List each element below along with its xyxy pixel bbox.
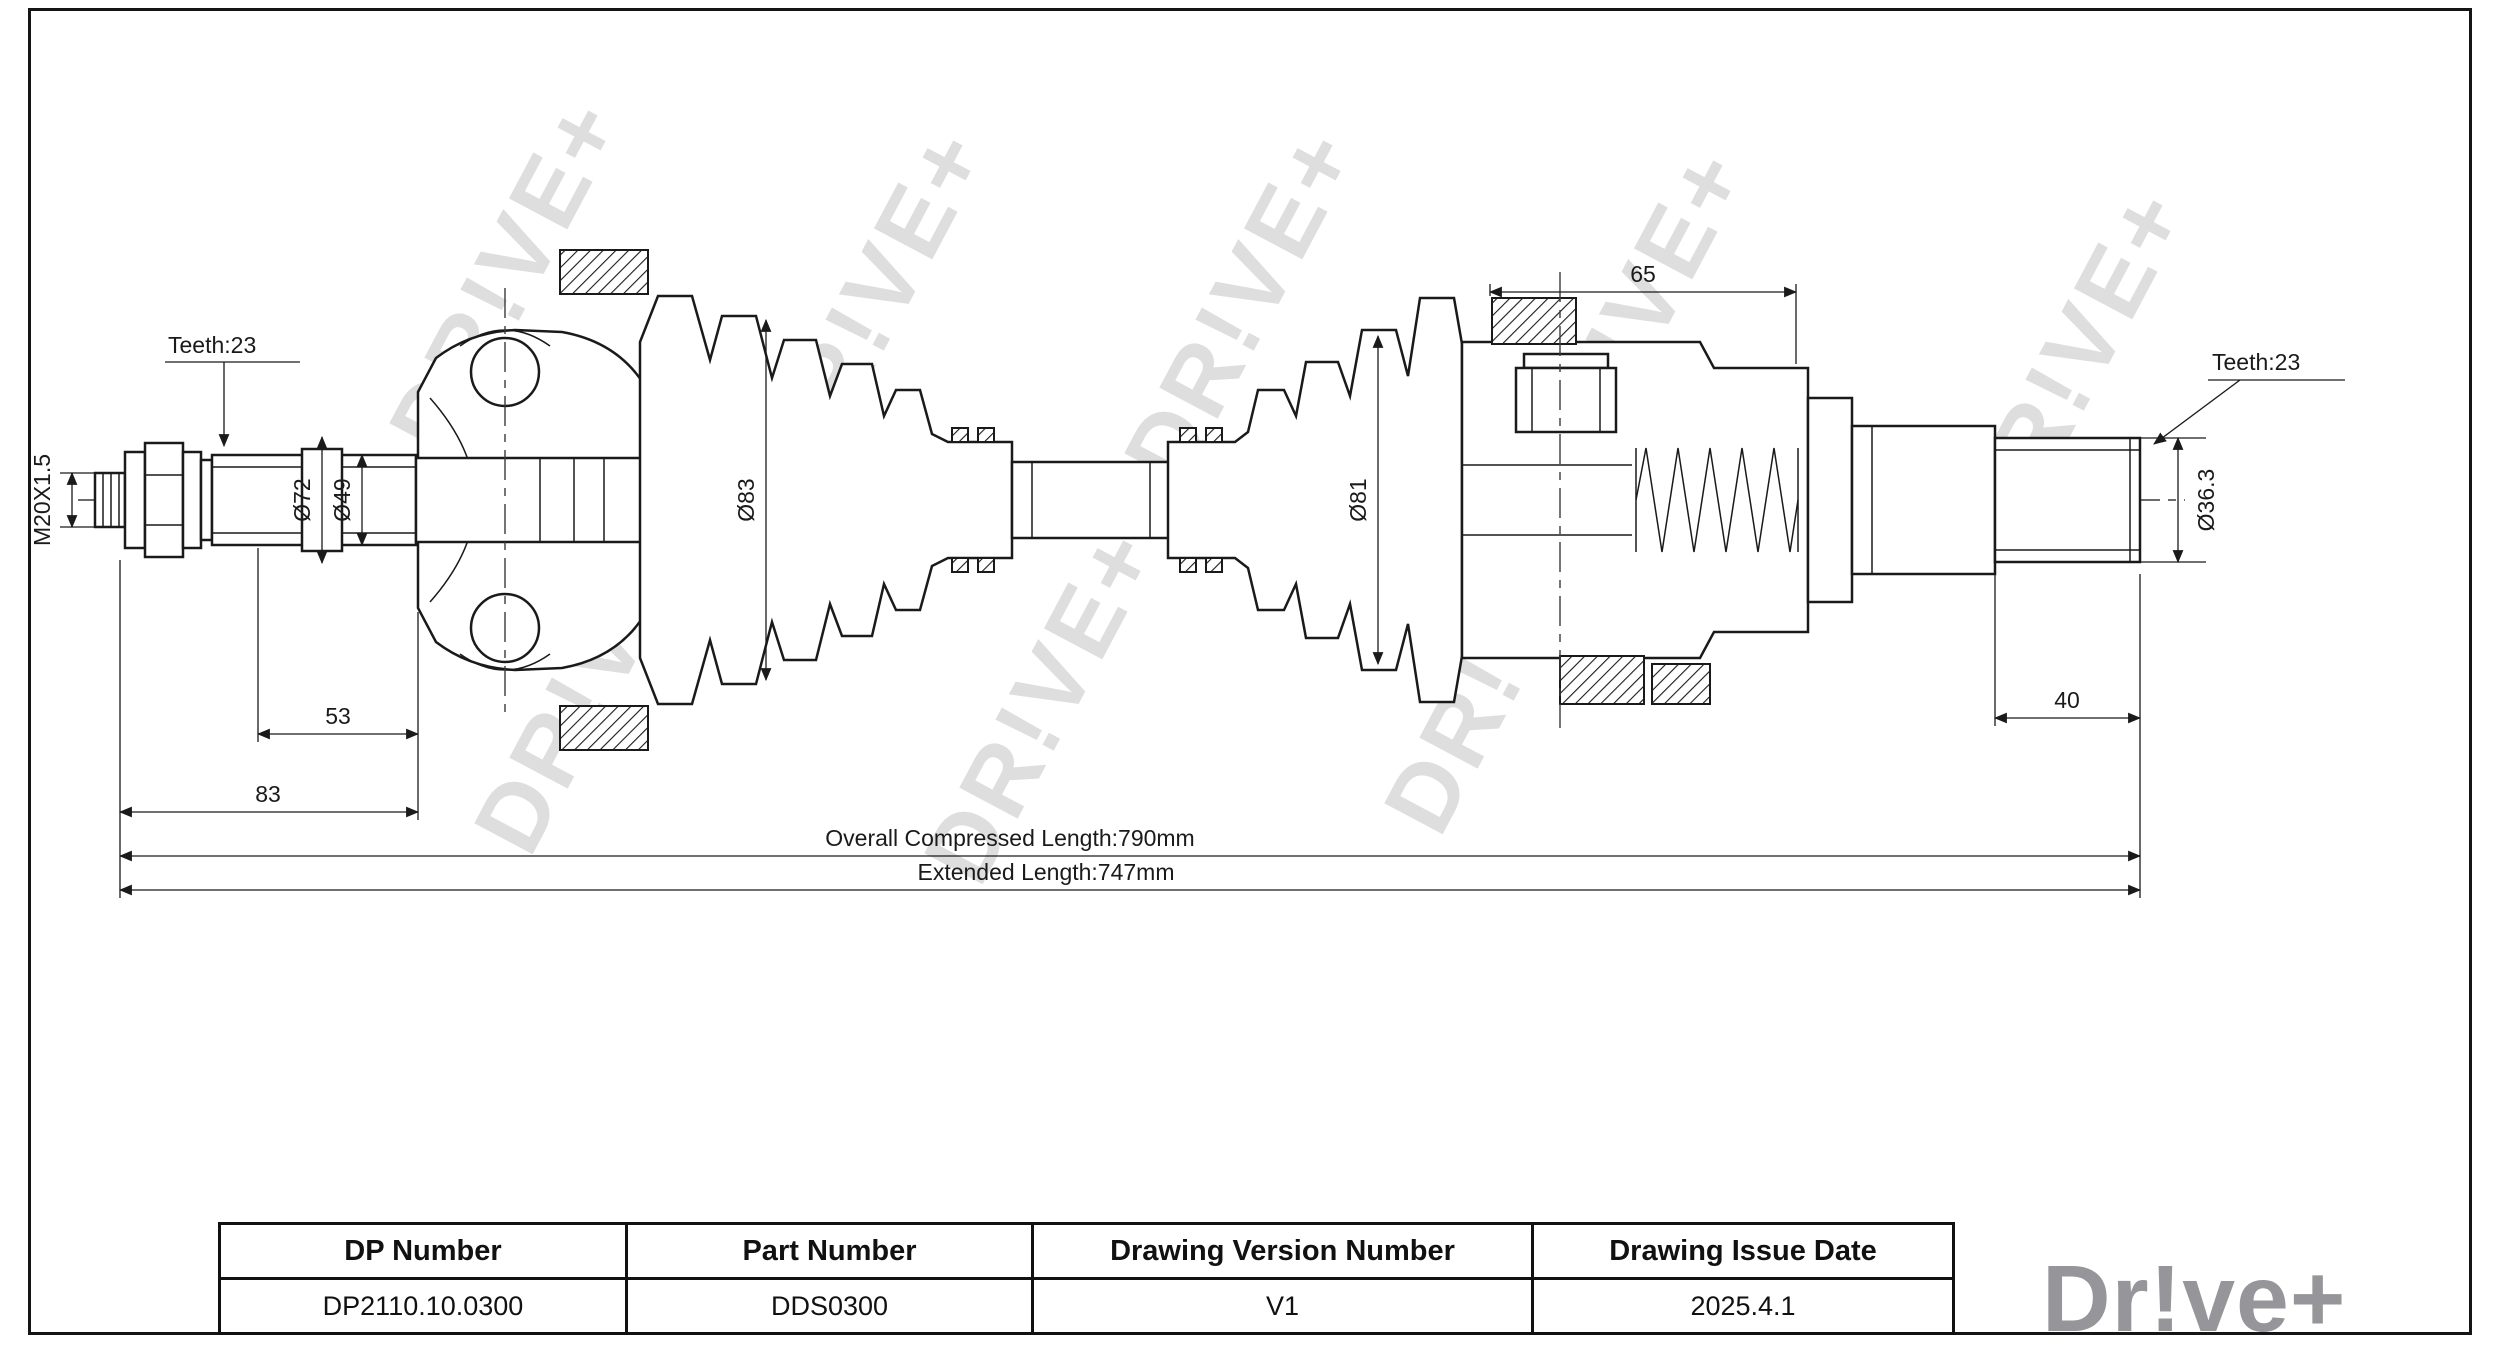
title-block-header-row: DP Number Part Number Drawing Version Nu…: [218, 1222, 1955, 1280]
boot-clamp-ridge: [1179, 557, 1197, 573]
teeth-left-label: Teeth:23: [168, 332, 256, 358]
overall-compressed-label: Overall Compressed Length:790mm: [825, 825, 1194, 851]
driveplus-logo: Dr!ve+: [2042, 1246, 2347, 1352]
boot-clamp-section: [559, 249, 649, 295]
left-threaded-end: [93, 441, 214, 559]
teeth-right-label: Teeth:23: [2212, 349, 2300, 375]
tripod-roller: [1514, 366, 1618, 434]
boot-clamp-ridge: [951, 557, 969, 573]
header-issue-date: Drawing Issue Date: [1531, 1222, 1955, 1280]
dimensions: Teeth:23 M20X1.5 Ø72 Ø49 Ø83 Ø81 65: [29, 261, 2345, 898]
header-dp-number: DP Number: [218, 1222, 628, 1280]
boot-clamp-ridge: [1179, 427, 1197, 443]
header-part-number: Part Number: [625, 1222, 1034, 1280]
left-splined-shaft: [210, 447, 418, 553]
dia83-label: Ø83: [733, 478, 759, 521]
boot-clamp-ridge: [951, 427, 969, 443]
right-inner-cv-joint: [1460, 272, 1810, 728]
boot-clamp-ridge: [1205, 557, 1223, 573]
left-outer-cv-joint: [414, 249, 666, 751]
boot-clamp-ridge: [977, 427, 995, 443]
value-drawing-version: V1: [1031, 1277, 1534, 1335]
right-output-shaft: [1806, 396, 2142, 604]
housing-flange-section: [1651, 663, 1711, 705]
title-block-value-row: DP2110.10.0300 DDS0300 V1 2025.4.1: [218, 1277, 1955, 1335]
center-shaft: [1010, 460, 1174, 540]
dia36-label: Ø36.3: [2193, 469, 2219, 532]
len53-label: 53: [325, 703, 351, 729]
spring: [1635, 447, 1799, 553]
title-block: DP Number Part Number Drawing Version Nu…: [218, 1222, 1955, 1335]
value-issue-date: 2025.4.1: [1531, 1277, 1955, 1335]
thread-callout-label: M20X1.5: [29, 454, 55, 546]
boot-clamp-ridge: [1205, 427, 1223, 443]
value-dp-number: DP2110.10.0300: [218, 1277, 628, 1335]
dia72-label: Ø72: [289, 478, 315, 521]
len65-label: 65: [1630, 261, 1656, 287]
housing-flange-section: [1559, 655, 1645, 705]
len40-label: 40: [2054, 687, 2080, 713]
left-boot: [638, 294, 1014, 706]
value-part-number: DDS0300: [625, 1277, 1034, 1335]
boot-clamp-section: [559, 705, 649, 751]
boot-clamp-ridge: [977, 557, 995, 573]
header-drawing-version: Drawing Version Number: [1031, 1222, 1534, 1280]
dia81-label: Ø81: [1345, 478, 1371, 521]
housing-flange-section: [1491, 297, 1577, 345]
extended-length-label: Extended Length:747mm: [917, 859, 1174, 885]
len83-label: 83: [255, 781, 281, 807]
dia49-label: Ø49: [329, 478, 355, 521]
